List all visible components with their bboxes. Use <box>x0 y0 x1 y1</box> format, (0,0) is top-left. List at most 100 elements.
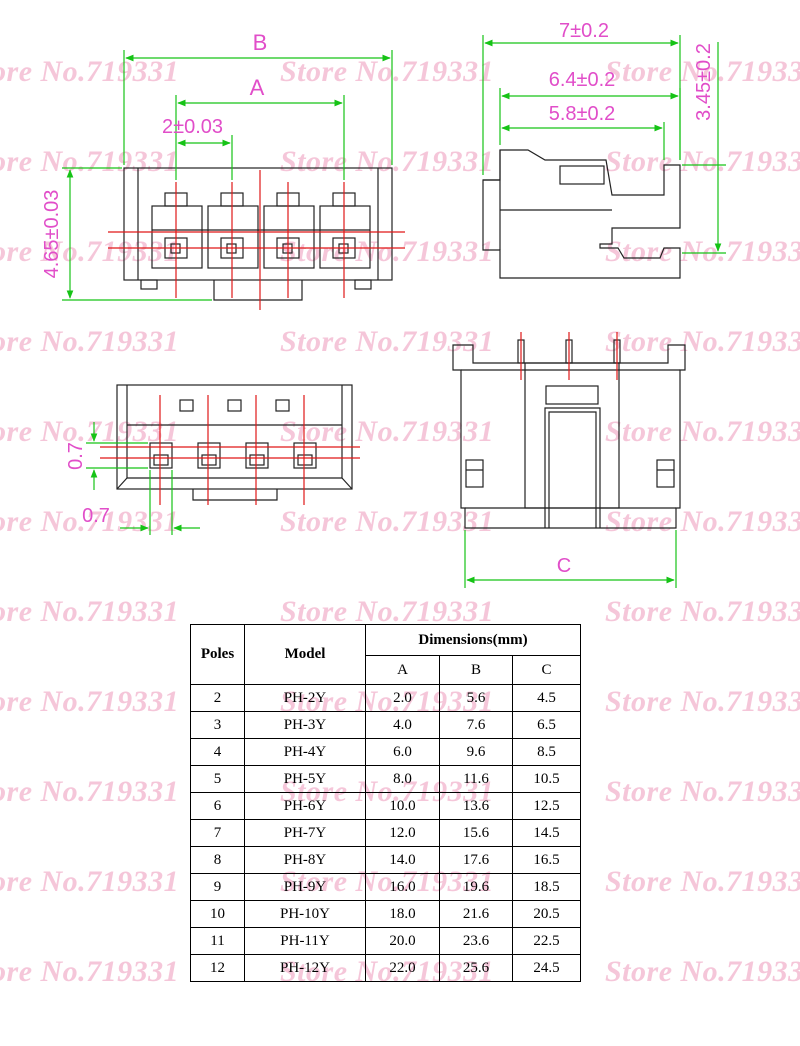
side-view-height-label: 3.45±0.2 <box>693 43 715 121</box>
top-view-height-label: 4.65±0.03 <box>41 190 63 279</box>
cell-poles: 7 <box>190 819 245 847</box>
cell-model: PH-8Y <box>244 846 366 874</box>
cell-poles: 9 <box>190 873 245 901</box>
top-view-cavity <box>207 205 259 269</box>
side-view-mid-label: 6.4±0.2 <box>549 69 616 91</box>
cell-c: 22.5 <box>512 927 581 955</box>
cell-model: PH-11Y <box>244 927 366 955</box>
cell-poles: 8 <box>190 846 245 874</box>
cell-model: PH-4Y <box>244 738 366 766</box>
side-view-outline <box>482 149 681 279</box>
top-view-pitch-label: 2±0.03 <box>162 116 223 138</box>
watermark-text: Store No.719331 <box>0 775 180 808</box>
cell-model: PH-9Y <box>244 873 366 901</box>
side-view-overall-label: 7±0.2 <box>559 20 609 42</box>
connector-drawing: B A 2±0.03 4.65±0.03 7±0.2 6.4±0.2 5.8±0… <box>41 20 726 588</box>
side-view-inner-label: 5.8±0.2 <box>549 103 616 125</box>
cell-model: PH-5Y <box>244 765 366 793</box>
cell-poles: 6 <box>190 792 245 820</box>
cell-a: 18.0 <box>365 900 440 928</box>
cell-b: 21.6 <box>439 900 513 928</box>
top-view-body <box>123 167 393 281</box>
front-view-vertical-label: 0.7 <box>65 442 87 470</box>
cell-a: 20.0 <box>365 927 440 955</box>
header-dimensions: Dimensions(mm) <box>365 624 581 656</box>
top-view-dimensions <box>62 50 393 301</box>
top-view-centerlines <box>108 170 405 310</box>
cell-poles: 11 <box>190 927 245 955</box>
watermark-text: Store No.719331 <box>605 775 800 808</box>
cell-model: PH-3Y <box>244 711 366 739</box>
cell-a: 6.0 <box>365 738 440 766</box>
cell-model: PH-2Y <box>244 684 366 712</box>
top-view-label-B: B <box>253 30 268 55</box>
watermark-text: Store No.719331 <box>605 595 800 628</box>
cell-b: 9.6 <box>439 738 513 766</box>
front-view-dimensions <box>86 422 200 535</box>
cell-c: 4.5 <box>512 684 581 712</box>
cell-b: 15.6 <box>439 819 513 847</box>
watermark-text: Store No.719331 <box>0 955 180 988</box>
cell-model: PH-12Y <box>244 954 366 982</box>
cell-c: 6.5 <box>512 711 581 739</box>
cell-b: 11.6 <box>439 765 513 793</box>
cell-a: 16.0 <box>365 873 440 901</box>
cell-model: PH-6Y <box>244 792 366 820</box>
cell-a: 12.0 <box>365 819 440 847</box>
cell-c: 18.5 <box>512 873 581 901</box>
cell-model: PH-10Y <box>244 900 366 928</box>
header-model: Model <box>244 624 366 685</box>
cell-a: 4.0 <box>365 711 440 739</box>
top-view <box>123 167 393 301</box>
side-view <box>482 149 681 279</box>
cell-c: 10.5 <box>512 765 581 793</box>
cell-b: 13.6 <box>439 792 513 820</box>
cell-b: 23.6 <box>439 927 513 955</box>
top-view-bottom-tab <box>213 280 303 301</box>
end-view-dimensions <box>464 530 677 588</box>
cell-c: 8.5 <box>512 738 581 766</box>
cell-c: 20.5 <box>512 900 581 928</box>
cell-a: 14.0 <box>365 846 440 874</box>
front-view-slot <box>149 442 173 469</box>
cell-b: 25.6 <box>439 954 513 982</box>
cell-a: 22.0 <box>365 954 440 982</box>
watermark-text: Store No.719331 <box>0 685 180 718</box>
front-view-horizontal-label: 0.7 <box>82 505 110 527</box>
cell-c: 12.5 <box>512 792 581 820</box>
cell-poles: 10 <box>190 900 245 928</box>
header-b: B <box>439 655 513 685</box>
cell-poles: 4 <box>190 738 245 766</box>
cell-a: 2.0 <box>365 684 440 712</box>
cell-model: PH-7Y <box>244 819 366 847</box>
cell-b: 19.6 <box>439 873 513 901</box>
cell-b: 17.6 <box>439 846 513 874</box>
front-view-centerlines <box>100 395 360 505</box>
top-view-label-A: A <box>250 75 265 100</box>
header-poles: Poles <box>190 624 245 685</box>
end-view-label-C: C <box>557 555 571 577</box>
cell-b: 5.6 <box>439 684 513 712</box>
front-view-slot <box>245 442 269 469</box>
end-view-centerlines <box>520 332 618 380</box>
side-view-dimensions <box>482 35 726 254</box>
cell-a: 10.0 <box>365 792 440 820</box>
front-view <box>116 384 353 501</box>
cell-a: 8.0 <box>365 765 440 793</box>
top-view-cavity <box>263 205 315 269</box>
header-a: A <box>365 655 440 685</box>
cell-c: 24.5 <box>512 954 581 982</box>
front-view-slot <box>197 442 221 469</box>
